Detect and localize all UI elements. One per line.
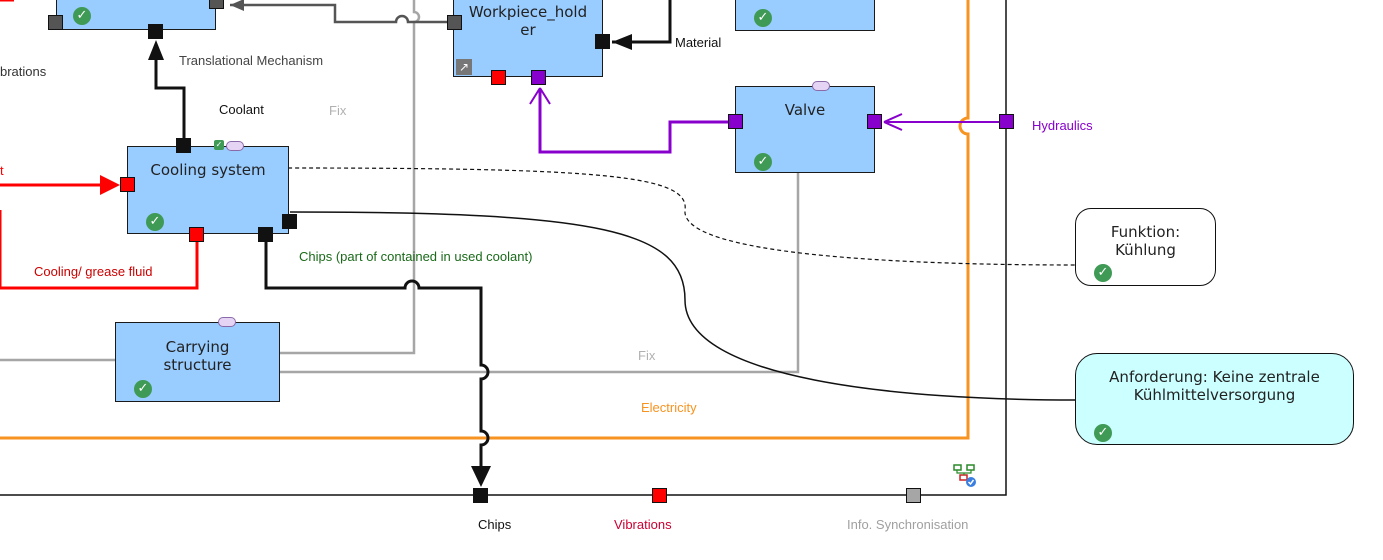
port-workpiece-red[interactable] [491,70,506,85]
port-workpiece-gray[interactable] [447,15,462,30]
coolant-line [154,52,186,138]
cooling-pill-marker [226,141,244,151]
block-title: Valve [784,101,826,119]
function-note[interactable]: Funktion: Kühlung ✓ [1075,208,1216,286]
valve-pill-marker [812,81,830,91]
chips-line [264,242,490,468]
port-cooling-right-black[interactable] [282,214,297,229]
block-title: Workpiece_hold er [468,3,588,39]
label-cooling-grease: Cooling/ grease fluid [34,264,153,279]
port-valve-right[interactable] [867,114,882,129]
check-circle-icon: ✓ [754,153,772,171]
top-left-block[interactable]: ✓ [56,0,216,30]
port-hydraulics[interactable] [999,114,1014,129]
valve-workpiece-line [538,90,728,154]
electricity-line [0,0,970,440]
diagram-icon[interactable] [953,464,977,488]
label-chips-bottom: Chips [478,517,512,532]
label-material: Material [675,35,722,50]
material-arrowhead [612,34,632,50]
label-vibrations-top: brations [0,64,47,79]
port-chips-bottom[interactable] [473,488,488,503]
carrying-structure-block[interactable]: Carrying structure ✓ [115,322,280,402]
port-cooling-bottom-black[interactable] [258,227,273,242]
port-info-sync[interactable] [906,488,921,503]
function-dashed-link [287,167,1077,266]
label-edge-t: t [0,163,4,178]
label-electricity: Electricity [641,400,697,415]
check-circle-icon: ✓ [1094,264,1112,282]
requirement-link [289,211,1077,401]
port-cooling-left-red[interactable] [120,177,135,192]
check-circle-icon: ✓ [754,9,772,27]
label-translational-mechanism: Translational Mechanism [179,53,324,68]
hydraulics-arrowhead [883,113,903,131]
note-text: Funktion: Kühlung [1110,223,1181,259]
port-top-left-gray-right[interactable] [209,0,224,9]
port-vibrations-bottom[interactable] [652,488,667,503]
port-top-left-gray[interactable] [48,15,63,30]
label-fix-bottom: Fix [638,348,656,363]
link-arrow-icon: ↗ [456,59,472,75]
label-chips-part: Chips (part of contained in used coolant… [299,249,533,264]
label-coolant: Coolant [219,102,264,117]
label-fix-top: Fix [329,103,347,118]
cooling-system-block[interactable]: Cooling system ✓ [127,146,289,234]
check-circle-icon: ✓ [146,213,164,231]
requirement-note[interactable]: Anforderung: Keine zentrale Kühlmittelve… [1075,353,1354,445]
port-cooling-top[interactable] [176,138,191,153]
fix-line-bottom [280,172,800,374]
label-info-sync: Info. Synchronisation [847,517,969,532]
note-text: Anforderung: Keine zentrale Kühlmittelve… [1109,368,1320,404]
carrying-pill-marker [218,317,236,327]
valve-arrowhead [529,87,551,105]
label-vibrations-bottom: Vibrations [614,517,672,532]
chips-arrowhead [471,466,491,487]
port-valve-left[interactable] [728,114,743,129]
port-top-left-black[interactable] [148,24,163,39]
red-input-arrowhead [100,175,120,195]
top-right-block[interactable]: ✓ [735,0,875,31]
block-title: Carrying structure [163,338,232,374]
translational-link-top [230,3,455,24]
label-hydraulics: Hydraulics [1032,118,1093,133]
workpiece-holder-block[interactable]: Workpiece_hold er ↗ [453,0,603,77]
grease-fluid-line [0,210,199,290]
valve-block[interactable]: Valve ✓ [735,86,875,173]
port-cooling-bottom-red[interactable] [189,227,204,242]
port-workpiece-material[interactable] [595,34,610,49]
material-line [612,0,672,44]
check-circle-icon: ✓ [73,7,91,25]
block-title: Cooling system [150,161,266,179]
check-circle-icon: ✓ [134,380,152,398]
small-green-icon: ✓ [214,140,224,150]
system-boundary-line [0,0,1007,496]
check-circle-icon: ✓ [1094,424,1112,442]
port-workpiece-purple[interactable] [531,70,546,85]
translational-arrowhead [230,0,244,11]
coolant-arrowhead [148,40,164,60]
